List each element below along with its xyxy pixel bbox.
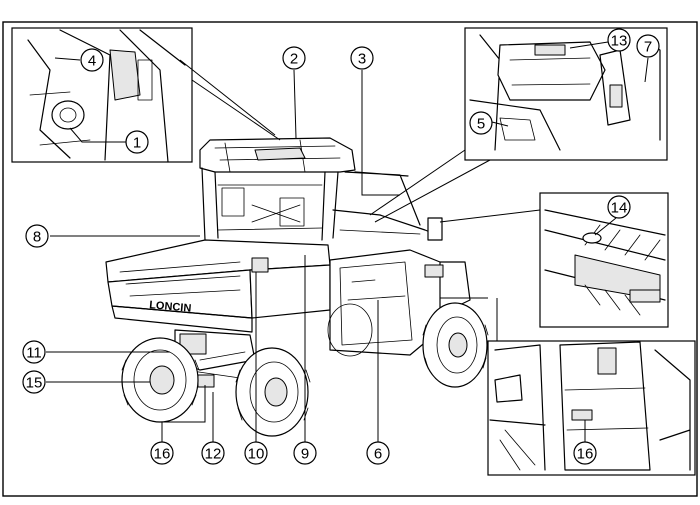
callout-5: 5 bbox=[469, 111, 493, 135]
roof bbox=[199, 137, 356, 173]
cargo-box: LONCIN bbox=[105, 239, 331, 333]
callout-7: 7 bbox=[636, 34, 660, 58]
svg-text:15: 15 bbox=[26, 375, 43, 392]
callout-4: 4 bbox=[80, 48, 104, 72]
svg-text:11: 11 bbox=[26, 345, 42, 362]
brand-wordmark: LONCIN bbox=[149, 299, 192, 315]
svg-text:3: 3 bbox=[358, 51, 366, 68]
callout-13: 13 bbox=[607, 28, 631, 52]
callout-1: 1 bbox=[125, 130, 149, 154]
callout-15: 15 bbox=[22, 370, 46, 394]
svg-text:16: 16 bbox=[577, 446, 594, 463]
svg-text:5: 5 bbox=[477, 116, 485, 133]
rear-left-wheel bbox=[121, 337, 200, 423]
callout-3: 3 bbox=[350, 46, 374, 70]
svg-text:4: 4 bbox=[88, 53, 96, 70]
leader-lines bbox=[46, 41, 649, 442]
callout-9: 9 bbox=[293, 441, 317, 465]
front-wheel bbox=[422, 302, 489, 388]
svg-text:6: 6 bbox=[374, 446, 382, 463]
svg-text:16: 16 bbox=[154, 446, 171, 463]
svg-text:2: 2 bbox=[290, 51, 298, 68]
utv-vehicle-illustration: LONCIN bbox=[105, 137, 489, 437]
callout-11: 11 bbox=[22, 340, 46, 364]
svg-text:12: 12 bbox=[205, 446, 222, 463]
callout-8: 8 bbox=[25, 224, 49, 248]
rear-right-wheel bbox=[235, 347, 311, 437]
callout-2: 2 bbox=[282, 46, 306, 70]
callout-12: 12 bbox=[201, 441, 225, 465]
svg-text:9: 9 bbox=[301, 446, 309, 463]
svg-text:1: 1 bbox=[133, 135, 141, 152]
svg-text:10: 10 bbox=[248, 446, 265, 463]
callout-14: 14 bbox=[607, 195, 631, 219]
svg-text:14: 14 bbox=[611, 200, 628, 217]
inset-top-right bbox=[464, 27, 668, 161]
svg-text:13: 13 bbox=[611, 33, 628, 50]
inset-top-left bbox=[11, 27, 193, 163]
side-body bbox=[329, 249, 471, 356]
svg-text:8: 8 bbox=[33, 229, 41, 246]
inset-middle-right bbox=[539, 192, 669, 328]
callout-16-rear: 16 bbox=[150, 441, 174, 465]
cab-frame bbox=[201, 167, 443, 241]
mid-wheel bbox=[327, 303, 373, 357]
svg-text:7: 7 bbox=[644, 39, 652, 56]
callout-6: 6 bbox=[366, 441, 390, 465]
callout-16-inset: 16 bbox=[573, 441, 597, 465]
callout-10: 10 bbox=[244, 441, 268, 465]
